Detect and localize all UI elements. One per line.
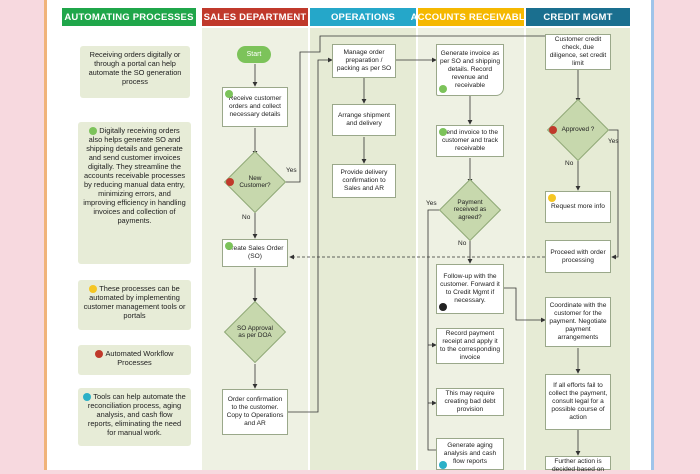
approved-no: No <box>565 160 574 167</box>
bad-debt-text: This may require creating bad debt provi… <box>444 390 496 413</box>
generate-invoice-box: Generate invoice as per SO and shipping … <box>436 44 504 96</box>
start-node: Start <box>237 46 271 63</box>
generate-invoice-text: Generate invoice as per SO and shipping … <box>439 50 501 89</box>
manage-order-box: Manage order preparation / packing as pe… <box>332 44 396 78</box>
bad-debt-box: This may require creating bad debt provi… <box>436 388 504 416</box>
send-invoice-box: Send invoice to the customer and track r… <box>436 125 504 157</box>
create-so-text: Create Sales Order (SO) <box>226 245 284 260</box>
header-automating: AUTOMATING PROCESSES <box>62 8 196 26</box>
note-workflow-text: Automated Workflow Processes <box>105 349 174 368</box>
note-digital-orders-text: Receiving orders digitally or through a … <box>88 50 182 86</box>
green-dot-icon <box>225 90 233 98</box>
credit-check-box: Customer credit check, due diligence, se… <box>545 34 611 70</box>
new-customer-label: New Customer? <box>239 174 271 190</box>
further-action-box: Further action is decided based on <box>545 456 611 473</box>
header-sales: SALES DEPARTMENT <box>202 8 308 26</box>
receive-orders-box: Receive customer orders and collect nece… <box>222 87 288 127</box>
order-confirmation-text: Order confirmation to the customer. Copy… <box>226 396 284 427</box>
new-customer-yes: Yes <box>286 167 297 174</box>
note-digital-orders: Receiving orders digitally or through a … <box>80 46 190 98</box>
send-invoice-text: Send invoice to the customer and track r… <box>441 129 499 152</box>
arrange-shipment-box: Arrange shipment and delivery <box>332 104 396 136</box>
yellow-dot-icon <box>89 285 98 294</box>
header-operations: OPERATIONS <box>310 8 416 26</box>
header-credit: CREDIT MGMT <box>526 8 630 26</box>
teal-dot-icon <box>83 393 92 402</box>
arrange-shipment-text: Arrange shipment and delivery <box>337 112 391 127</box>
yellow-dot-icon <box>548 194 556 202</box>
record-payment-text: Record payment receipt and apply it to t… <box>439 330 501 361</box>
record-payment-box: Record payment receipt and apply it to t… <box>436 328 504 364</box>
green-dot-icon <box>439 128 447 136</box>
red-dot-icon <box>549 126 557 134</box>
manage-order-text: Manage order preparation / packing as pe… <box>336 49 392 72</box>
coordinate-payment-box: Coordinate with the customer for the pay… <box>545 297 611 347</box>
note-reconciliation-tools-text: Tools can help automate the reconciliati… <box>87 392 186 438</box>
payment-received-no: No <box>458 240 467 247</box>
request-info-text: Request more info <box>551 203 605 210</box>
red-dot-icon <box>226 178 234 186</box>
followup-text: Follow-up with the customer. Forward it … <box>440 273 500 304</box>
legal-consult-box: If all efforts fail to collect the payme… <box>545 374 611 430</box>
aging-analysis-text: Generate aging analysis and cash flow re… <box>443 442 497 465</box>
note-streamline: Digitally receiving orders also helps ge… <box>78 122 191 264</box>
coordinate-payment-text: Coordinate with the customer for the pay… <box>549 302 607 341</box>
green-dot-icon <box>439 85 447 93</box>
teal-dot-icon <box>439 461 447 469</box>
so-approval-label: SO Approval as per DOA <box>237 324 273 340</box>
header-ar: ACCOUNTS RECEIVABLE <box>411 8 531 26</box>
followup-box: Follow-up with the customer. Forward it … <box>436 264 504 314</box>
delivery-confirmation-box: Provide delivery confirmation to Sales a… <box>332 164 396 198</box>
further-action-text: Further action is decided based on <box>551 458 605 473</box>
note-customer-tools-text: These processes can be automated by impl… <box>83 284 186 321</box>
note-workflow: Automated Workflow Processes <box>78 345 191 375</box>
aging-analysis-box: Generate aging analysis and cash flow re… <box>436 438 504 470</box>
approved-label: Approved ? <box>561 126 595 134</box>
delivery-confirmation-text: Provide delivery confirmation to Sales a… <box>340 169 388 192</box>
proceed-box: Proceed with order processing <box>545 240 611 273</box>
green-dot-icon <box>89 127 98 136</box>
note-reconciliation-tools: Tools can help automate the reconciliati… <box>78 388 191 446</box>
credit-check-text: Customer credit check, due diligence, se… <box>549 36 607 67</box>
approved-yes: Yes <box>608 138 619 145</box>
create-so-box: Create Sales Order (SO) <box>222 239 288 267</box>
legal-consult-text: If all efforts fail to collect the payme… <box>548 382 608 421</box>
operations-column <box>310 28 416 470</box>
payment-received-yes: Yes <box>426 200 437 207</box>
new-customer-no: No <box>242 214 251 221</box>
receive-orders-text: Receive customer orders and collect nece… <box>228 95 282 118</box>
request-info-box: Request more info <box>545 191 611 223</box>
proceed-text: Proceed with order processing <box>550 248 606 264</box>
note-customer-tools: These processes can be automated by impl… <box>78 280 191 330</box>
black-dot-icon <box>439 303 447 311</box>
note-streamline-text: Digitally receiving orders also helps ge… <box>83 126 186 226</box>
red-dot-icon <box>95 350 104 359</box>
order-confirmation-box: Order confirmation to the customer. Copy… <box>222 389 288 435</box>
green-dot-icon <box>225 242 233 250</box>
payment-received-label: Payment received as agreed? <box>453 198 487 221</box>
